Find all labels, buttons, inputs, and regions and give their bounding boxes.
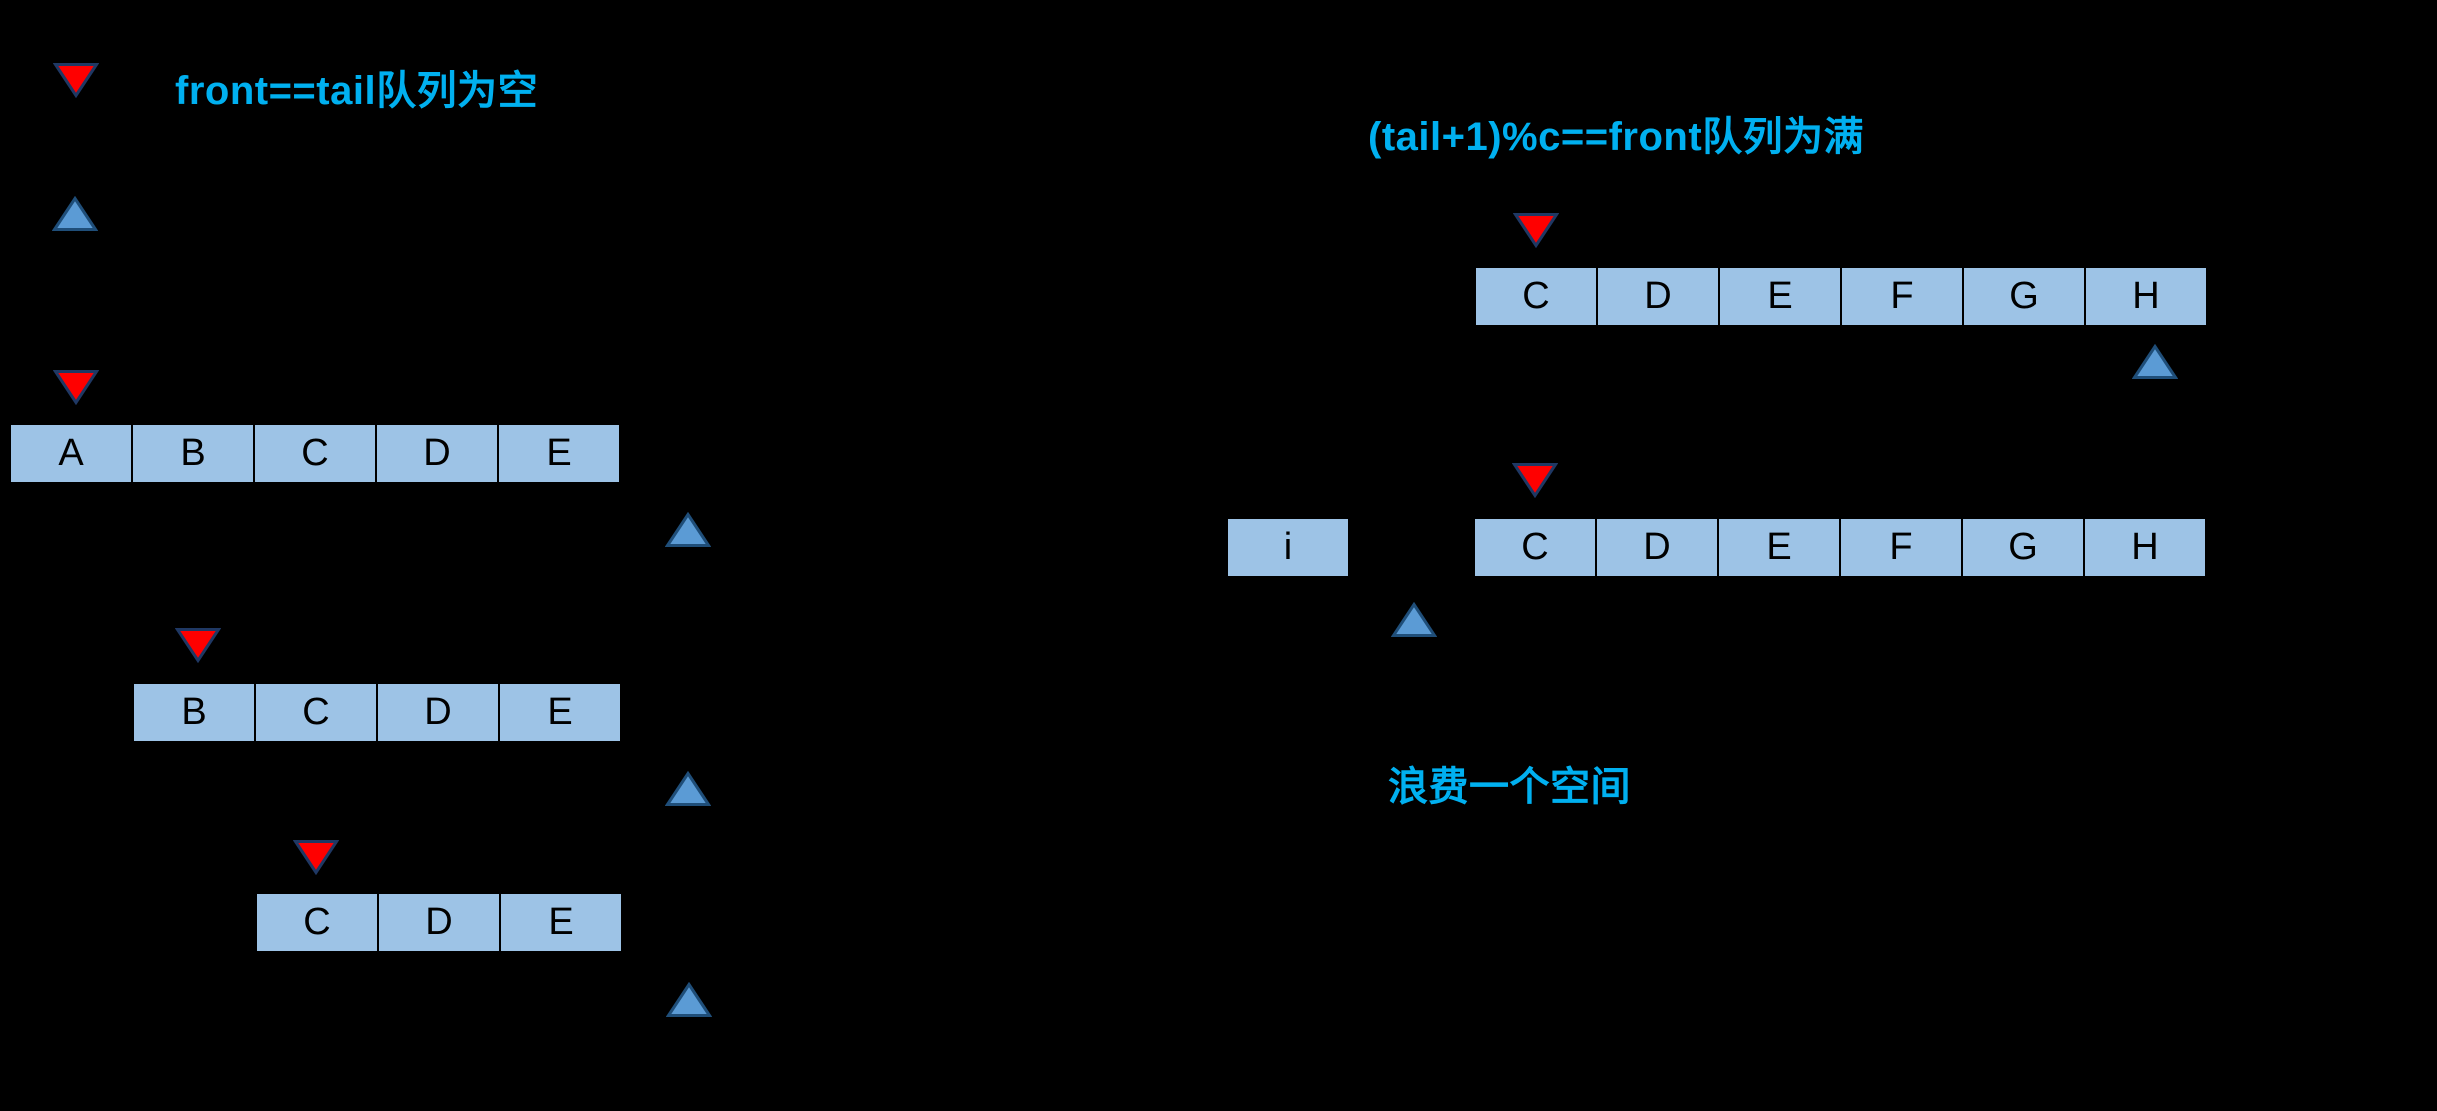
front-pointer-shape [175,628,221,663]
tail-pointer-shape [52,196,98,231]
queue-cell: A [9,423,133,484]
tail-pointer-shape [665,771,711,806]
queue-cell: C [254,682,378,743]
queue-cell: C [255,892,379,953]
queue-cell: H [2083,517,2207,578]
caption-queue-empty-condition: front==tail队列为空 [175,69,539,113]
front-pointer-shape [53,370,99,405]
front-pointer-icon [53,63,99,98]
queue-cell: E [498,682,622,743]
tail-pointer-icon [1391,602,1437,637]
queue-cell: C [1473,517,1597,578]
queue-row-right-1: C D E F G H [1474,266,2208,327]
queue-cell: F [1840,266,1964,327]
queue-cell: E [497,423,621,484]
queue-cell: B [132,682,256,743]
tail-pointer-shape [1391,602,1437,637]
queue-row-left-3: C D E [255,892,623,953]
queue-cell: D [376,682,500,743]
queue-cell: D [377,892,501,953]
front-pointer-icon [53,370,99,405]
tail-pointer-shape [666,982,712,1017]
queue-cell: G [1962,266,2086,327]
front-pointer-shape [1513,213,1559,248]
queue-row-left-2: B C D E [132,682,622,743]
front-pointer-shape [53,63,99,98]
queue-cell: E [1717,517,1841,578]
queue-row-right-2: C D E F G H [1473,517,2207,578]
front-pointer-icon [1513,213,1559,248]
queue-cell: D [1595,517,1719,578]
index-cell: i [1226,517,1350,578]
tail-pointer-shape [665,512,711,547]
tail-pointer-icon [2132,344,2178,379]
queue-cell: H [2084,266,2208,327]
front-pointer-shape [1512,463,1558,498]
queue-row-left-1: A B C D E [9,423,621,484]
queue-cell: B [131,423,255,484]
queue-cell: E [1718,266,1842,327]
queue-cell: F [1839,517,1963,578]
queue-cell: G [1961,517,2085,578]
tail-pointer-icon [52,196,98,231]
front-pointer-shape [293,840,339,875]
queue-cell: D [375,423,499,484]
tail-pointer-icon [665,512,711,547]
caption-queue-full-condition: (tail+1)%c==front队列为满 [1368,115,1865,159]
caption-wasted-space: 浪费一个空间 [1388,765,1631,809]
front-pointer-icon [1512,463,1558,498]
queue-cell: C [253,423,377,484]
queue-cell: E [499,892,623,953]
tail-pointer-shape [2132,344,2178,379]
front-pointer-icon [175,628,221,663]
queue-cell: C [1474,266,1598,327]
tail-pointer-icon [666,982,712,1017]
queue-cell: D [1596,266,1720,327]
front-pointer-icon [293,840,339,875]
tail-pointer-icon [665,771,711,806]
